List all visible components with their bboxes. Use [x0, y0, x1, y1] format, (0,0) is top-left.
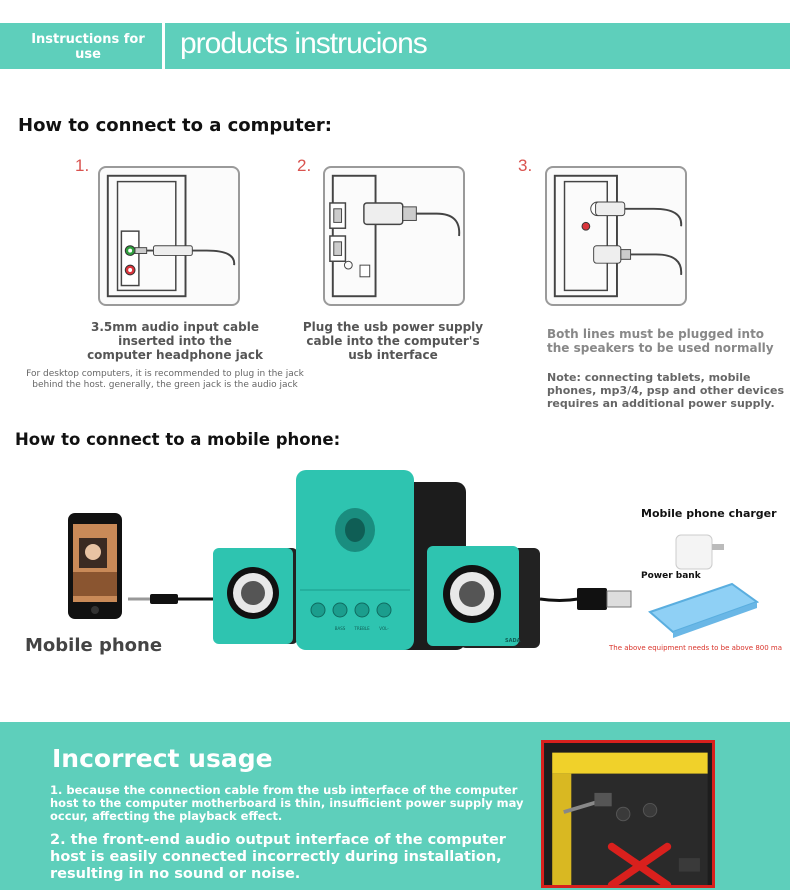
- speaker-brand-label: SADA: [505, 638, 521, 644]
- step-3-number: 3.: [518, 156, 533, 175]
- header-tag: Instructions for use: [20, 23, 165, 69]
- usb-port-diagram: [329, 174, 461, 298]
- knob-label-bass: BASS: [335, 626, 346, 631]
- incorrect-usage-photo: [541, 740, 715, 888]
- left-speaker: [213, 548, 298, 644]
- step-2-caption: Plug the usb power supply cable into the…: [302, 320, 484, 362]
- step-3-note: Note: connecting tablets, mobile phones,…: [547, 371, 785, 410]
- right-speaker: SADA: [427, 546, 540, 648]
- incorrect-usage-point-1: 1. because the connection cable from the…: [50, 783, 524, 823]
- page-title: products instrucions: [180, 27, 428, 60]
- step-3-illustration: [545, 166, 687, 306]
- audio-jack-diagram: [106, 174, 236, 298]
- incorrect-usage-section: Incorrect usage 1. because the connectio…: [0, 722, 790, 890]
- speaker-back-diagram: [553, 174, 683, 298]
- header-banner: Instructions for use products instrucion…: [0, 23, 790, 69]
- phone-icon: [68, 513, 122, 619]
- step-2-number: 2.: [297, 156, 312, 175]
- step-3-caption: Both lines must be plugged into the spea…: [547, 327, 774, 355]
- step-1-illustration: [98, 166, 240, 306]
- incorrect-usage-point-2: 2. the front-end audio output interface …: [50, 832, 506, 882]
- incorrect-usage-heading: Incorrect usage: [52, 744, 273, 773]
- charger-label: Mobile phone charger: [641, 507, 777, 520]
- step-2-illustration: [323, 166, 465, 306]
- usb-cable-icon: [539, 588, 632, 610]
- step-1-number: 1.: [75, 156, 90, 175]
- aux-cable-icon: [128, 594, 215, 604]
- computer-section-heading: How to connect to a computer:: [18, 115, 333, 136]
- mobile-phone-label: Mobile phone: [25, 635, 163, 656]
- charger-icon: [675, 534, 724, 570]
- step-1-caption: 3.5mm audio input cable inserted into th…: [87, 320, 263, 362]
- mobile-connection-illustration: BASS TREBLE VOL- SADA: [68, 470, 760, 650]
- power-bank-label: Power bank: [641, 571, 701, 581]
- knob-label-vol: VOL-: [379, 626, 389, 631]
- power-requirement-note: The above equipment needs to be above 80…: [609, 644, 783, 652]
- mobile-section-heading: How to connect to a mobile phone:: [15, 430, 341, 449]
- power-bank-icon: [648, 582, 760, 638]
- step-1-note: For desktop computers, it is recommended…: [26, 369, 304, 390]
- knob-label-treble: TREBLE: [353, 626, 370, 631]
- wrong-connection-image: [544, 743, 712, 885]
